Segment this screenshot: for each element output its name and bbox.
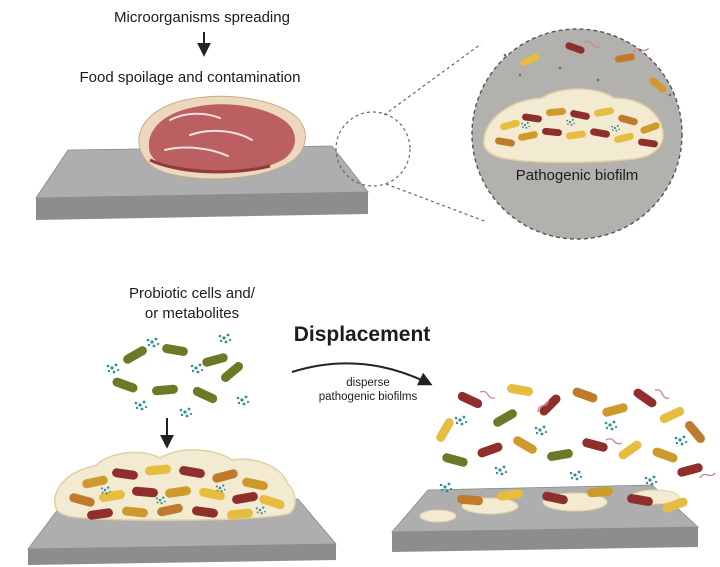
disperse-label-line2: pathogenic biofilms [319,391,418,403]
probiotic-cells-group [106,333,250,418]
slab-front-face [36,192,368,220]
meat-illustration [138,95,306,180]
probiotic-section: Probiotic cells and/ or metabolites [27,285,337,565]
slab-front-face [392,527,698,552]
microorganisms-spreading-label: Microorganisms spreading [114,9,290,26]
disperse-label-line1: disperse [346,377,389,389]
pathogenic-biofilm-label: Pathogenic biofilm [516,167,639,184]
zoom-line-bottom [385,183,488,223]
pathogenic-biofilm-inset: Pathogenic biofilm [471,28,683,240]
probiotic-label-line2: or metabolites [145,305,239,322]
displacement-title: Displacement [294,323,431,346]
food-spoilage-section: Microorganisms spreading Food spoilage a… [35,9,488,223]
meat-dark-edge [149,158,271,174]
zoom-connector [335,43,488,223]
probiotic-label-line1: Probiotic cells and/ [129,285,256,302]
zoom-line-top [383,43,482,116]
marbling-line [189,129,253,141]
floating-microbes-group [503,39,672,97]
slab-front-face [28,544,336,565]
dispersed-biofilm-section [391,383,717,552]
zoom-source-circle [335,111,411,187]
marbling-line [169,112,221,121]
meat-flesh [148,104,296,174]
biofilm-matrix-inset [483,88,664,164]
displacement-annotation: Displacement disperse pathogenic biofilm… [291,323,433,403]
debris-dots [503,48,672,97]
displacement-arrow-icon [291,362,433,386]
marbling-line [164,146,229,157]
food-spoilage-label: Food spoilage and contamination [80,69,301,86]
